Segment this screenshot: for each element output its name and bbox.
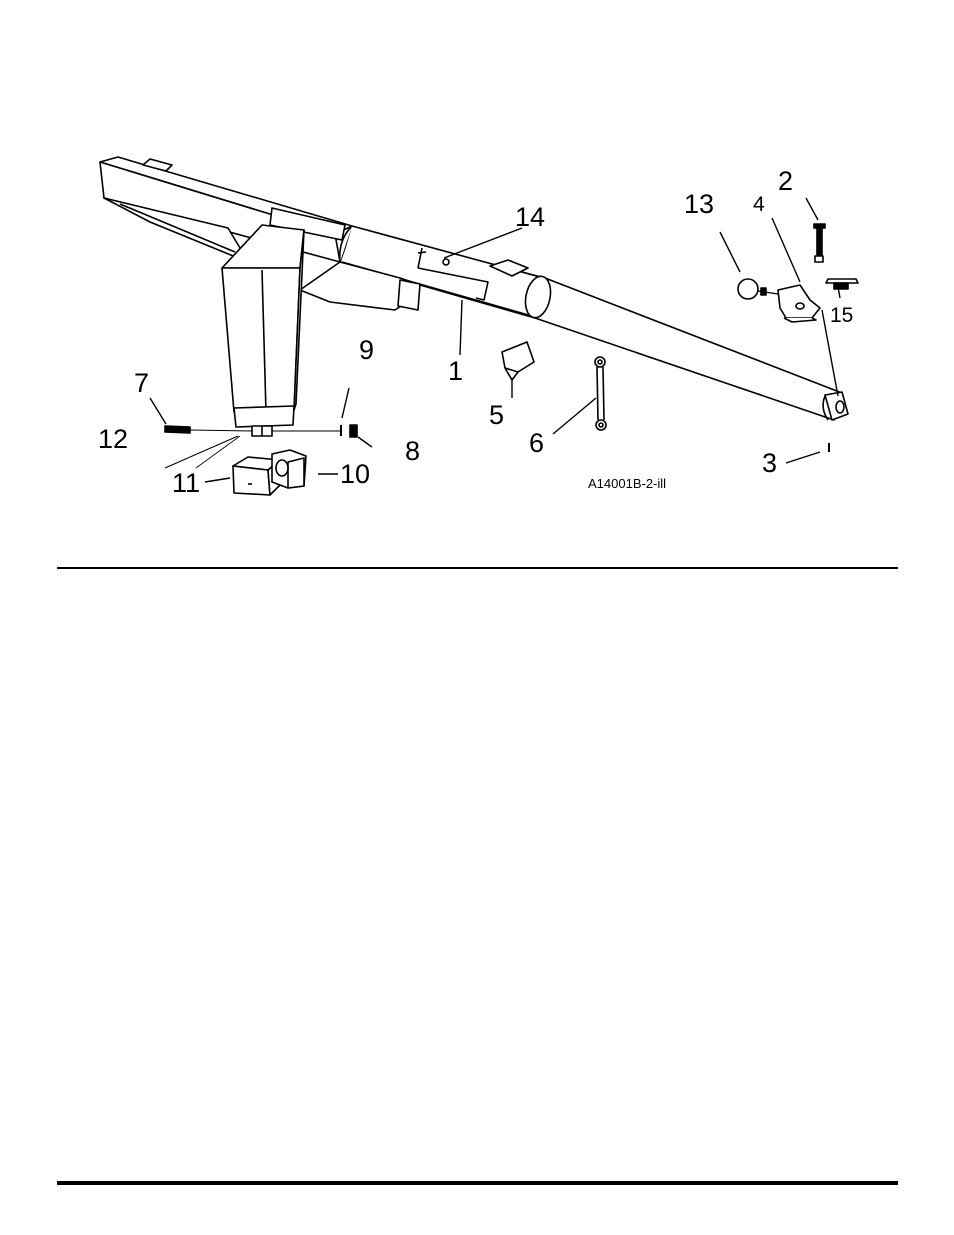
callout-1: 1 xyxy=(448,356,463,386)
clevis-4 xyxy=(778,285,820,322)
callout-6: 6 xyxy=(529,428,544,458)
callout-12: 12 xyxy=(98,424,128,454)
knob-13 xyxy=(738,279,778,299)
callout-13: 13 xyxy=(684,189,714,219)
callout-5: 5 xyxy=(489,400,504,430)
callout-15: 15 xyxy=(830,304,853,327)
callout-8: 8 xyxy=(405,436,420,466)
frame-beam-left xyxy=(100,157,352,262)
pad-bracket xyxy=(272,450,306,488)
callout-10: 10 xyxy=(340,459,370,489)
figure-id-label: A14001B-2-ill xyxy=(588,476,666,491)
vertical-leg xyxy=(222,225,304,427)
callout-3: 3 xyxy=(762,448,777,478)
nut-8 xyxy=(350,425,357,437)
bracket-5 xyxy=(502,342,534,380)
section-divider xyxy=(57,567,898,569)
frame-tube xyxy=(300,226,848,420)
link-rod-6 xyxy=(595,357,606,430)
callout-4: 4 xyxy=(753,193,765,216)
callout-11: 11 xyxy=(172,468,200,498)
callout-2: 2 xyxy=(778,166,793,196)
callout-7: 7 xyxy=(134,368,149,398)
parts-diagram: 14 13 2 4 15 1 9 7 5 12 6 8 3 11 10 A140… xyxy=(0,0,954,560)
callout-9: 9 xyxy=(359,335,374,365)
cap-15 xyxy=(826,279,858,289)
pin-2 xyxy=(814,224,825,262)
callout-14: 14 xyxy=(515,202,545,232)
page-footer-rule xyxy=(57,1181,898,1185)
